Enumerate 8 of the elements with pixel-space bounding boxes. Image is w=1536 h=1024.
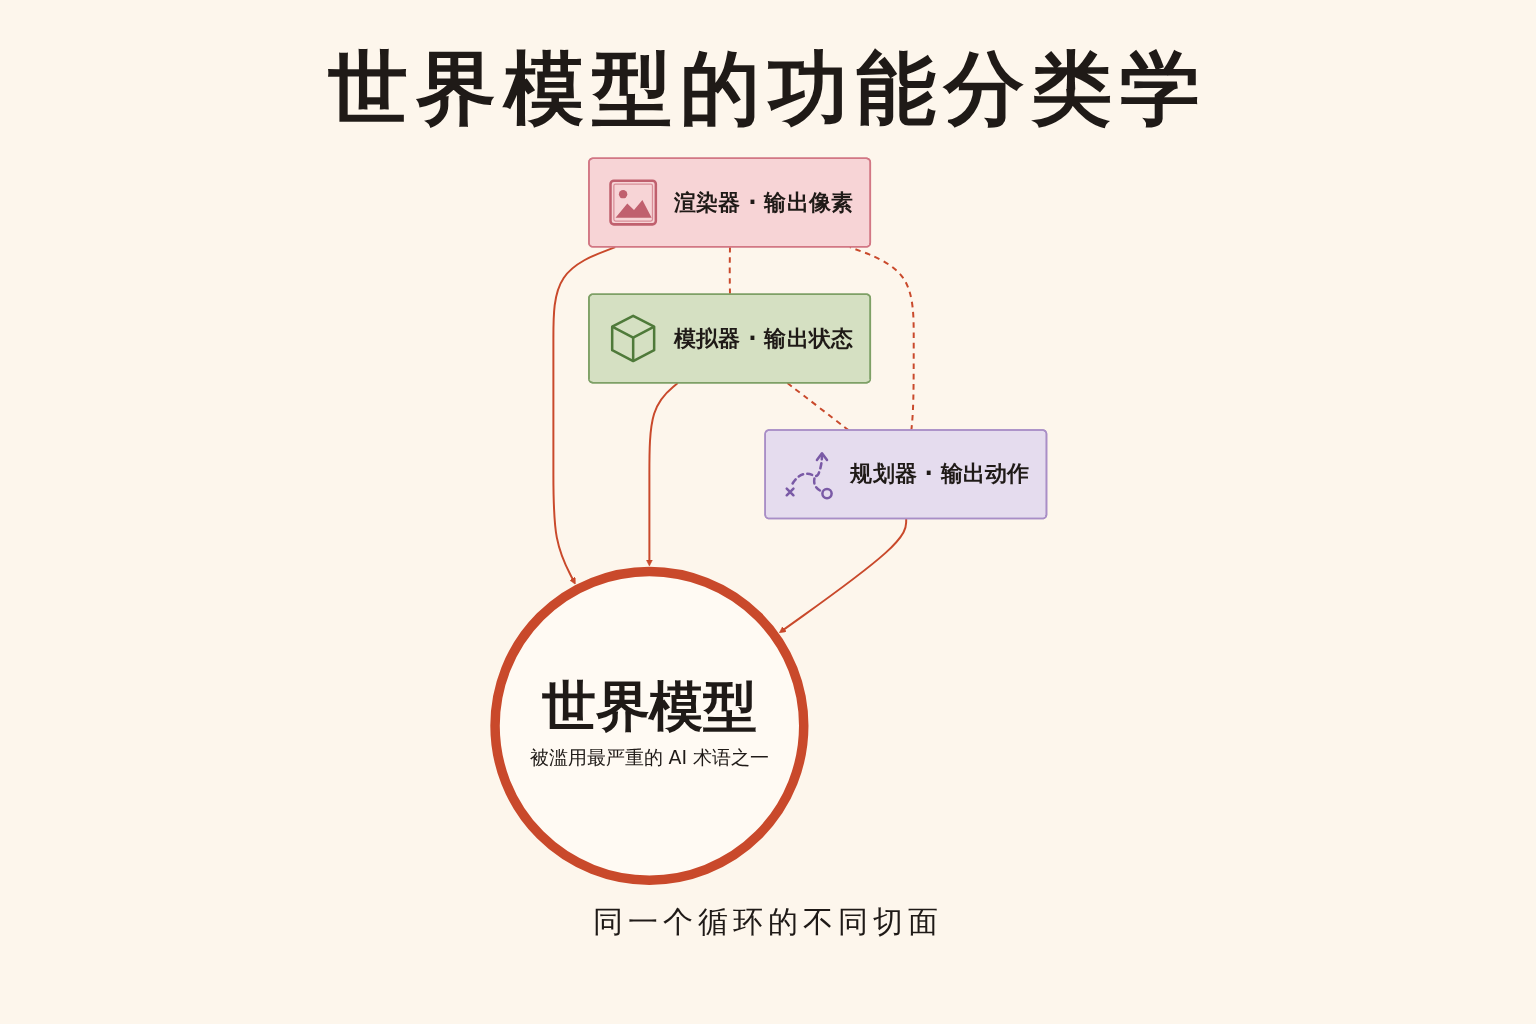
caption: 同一个循环的不同切面 [593, 903, 943, 941]
connector [728, 246, 731, 296]
title: 世界模型的功能分类学 [328, 40, 1208, 137]
arrow [645, 382, 679, 567]
arrow [779, 517, 908, 634]
node-circle: 世界模型 被滥用最严重的 AI 术语之一 [490, 566, 809, 885]
arrow [552, 246, 617, 585]
connector [786, 382, 850, 432]
